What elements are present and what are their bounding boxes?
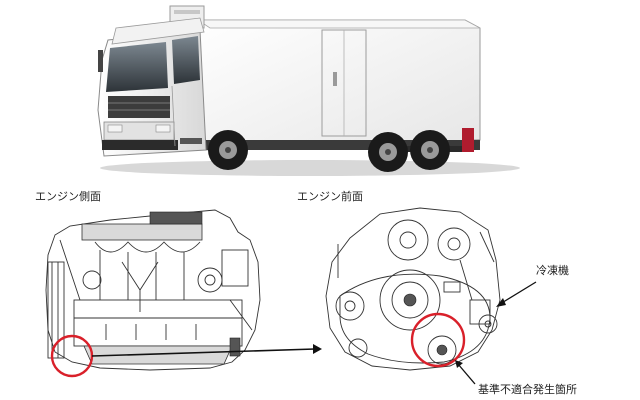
refrigerator-label: 冷凍機: [536, 263, 569, 277]
front-wheel: [208, 130, 248, 170]
pointer-arrow: [499, 281, 537, 305]
engine-front-view-drawing: [325, 207, 501, 371]
nonconforming-location-label: 基準不適合発生箇所: [478, 382, 577, 396]
front-view-label: エンジン前面: [297, 189, 363, 203]
rear-wheel-1: [368, 132, 408, 172]
rear-wheel-2: [410, 130, 450, 170]
pointer-arrow: [457, 363, 476, 385]
pointer-arrow: [91, 348, 316, 357]
pointer-arrow: [455, 360, 463, 368]
side-view-label: エンジン側面: [35, 190, 101, 203]
pointer-arrow: [496, 298, 506, 307]
truck-illustration: [97, 5, 520, 176]
highlight-circle: [410, 312, 466, 368]
pointer-arrow: [313, 344, 322, 354]
engine-side-view-drawing: [45, 209, 261, 371]
